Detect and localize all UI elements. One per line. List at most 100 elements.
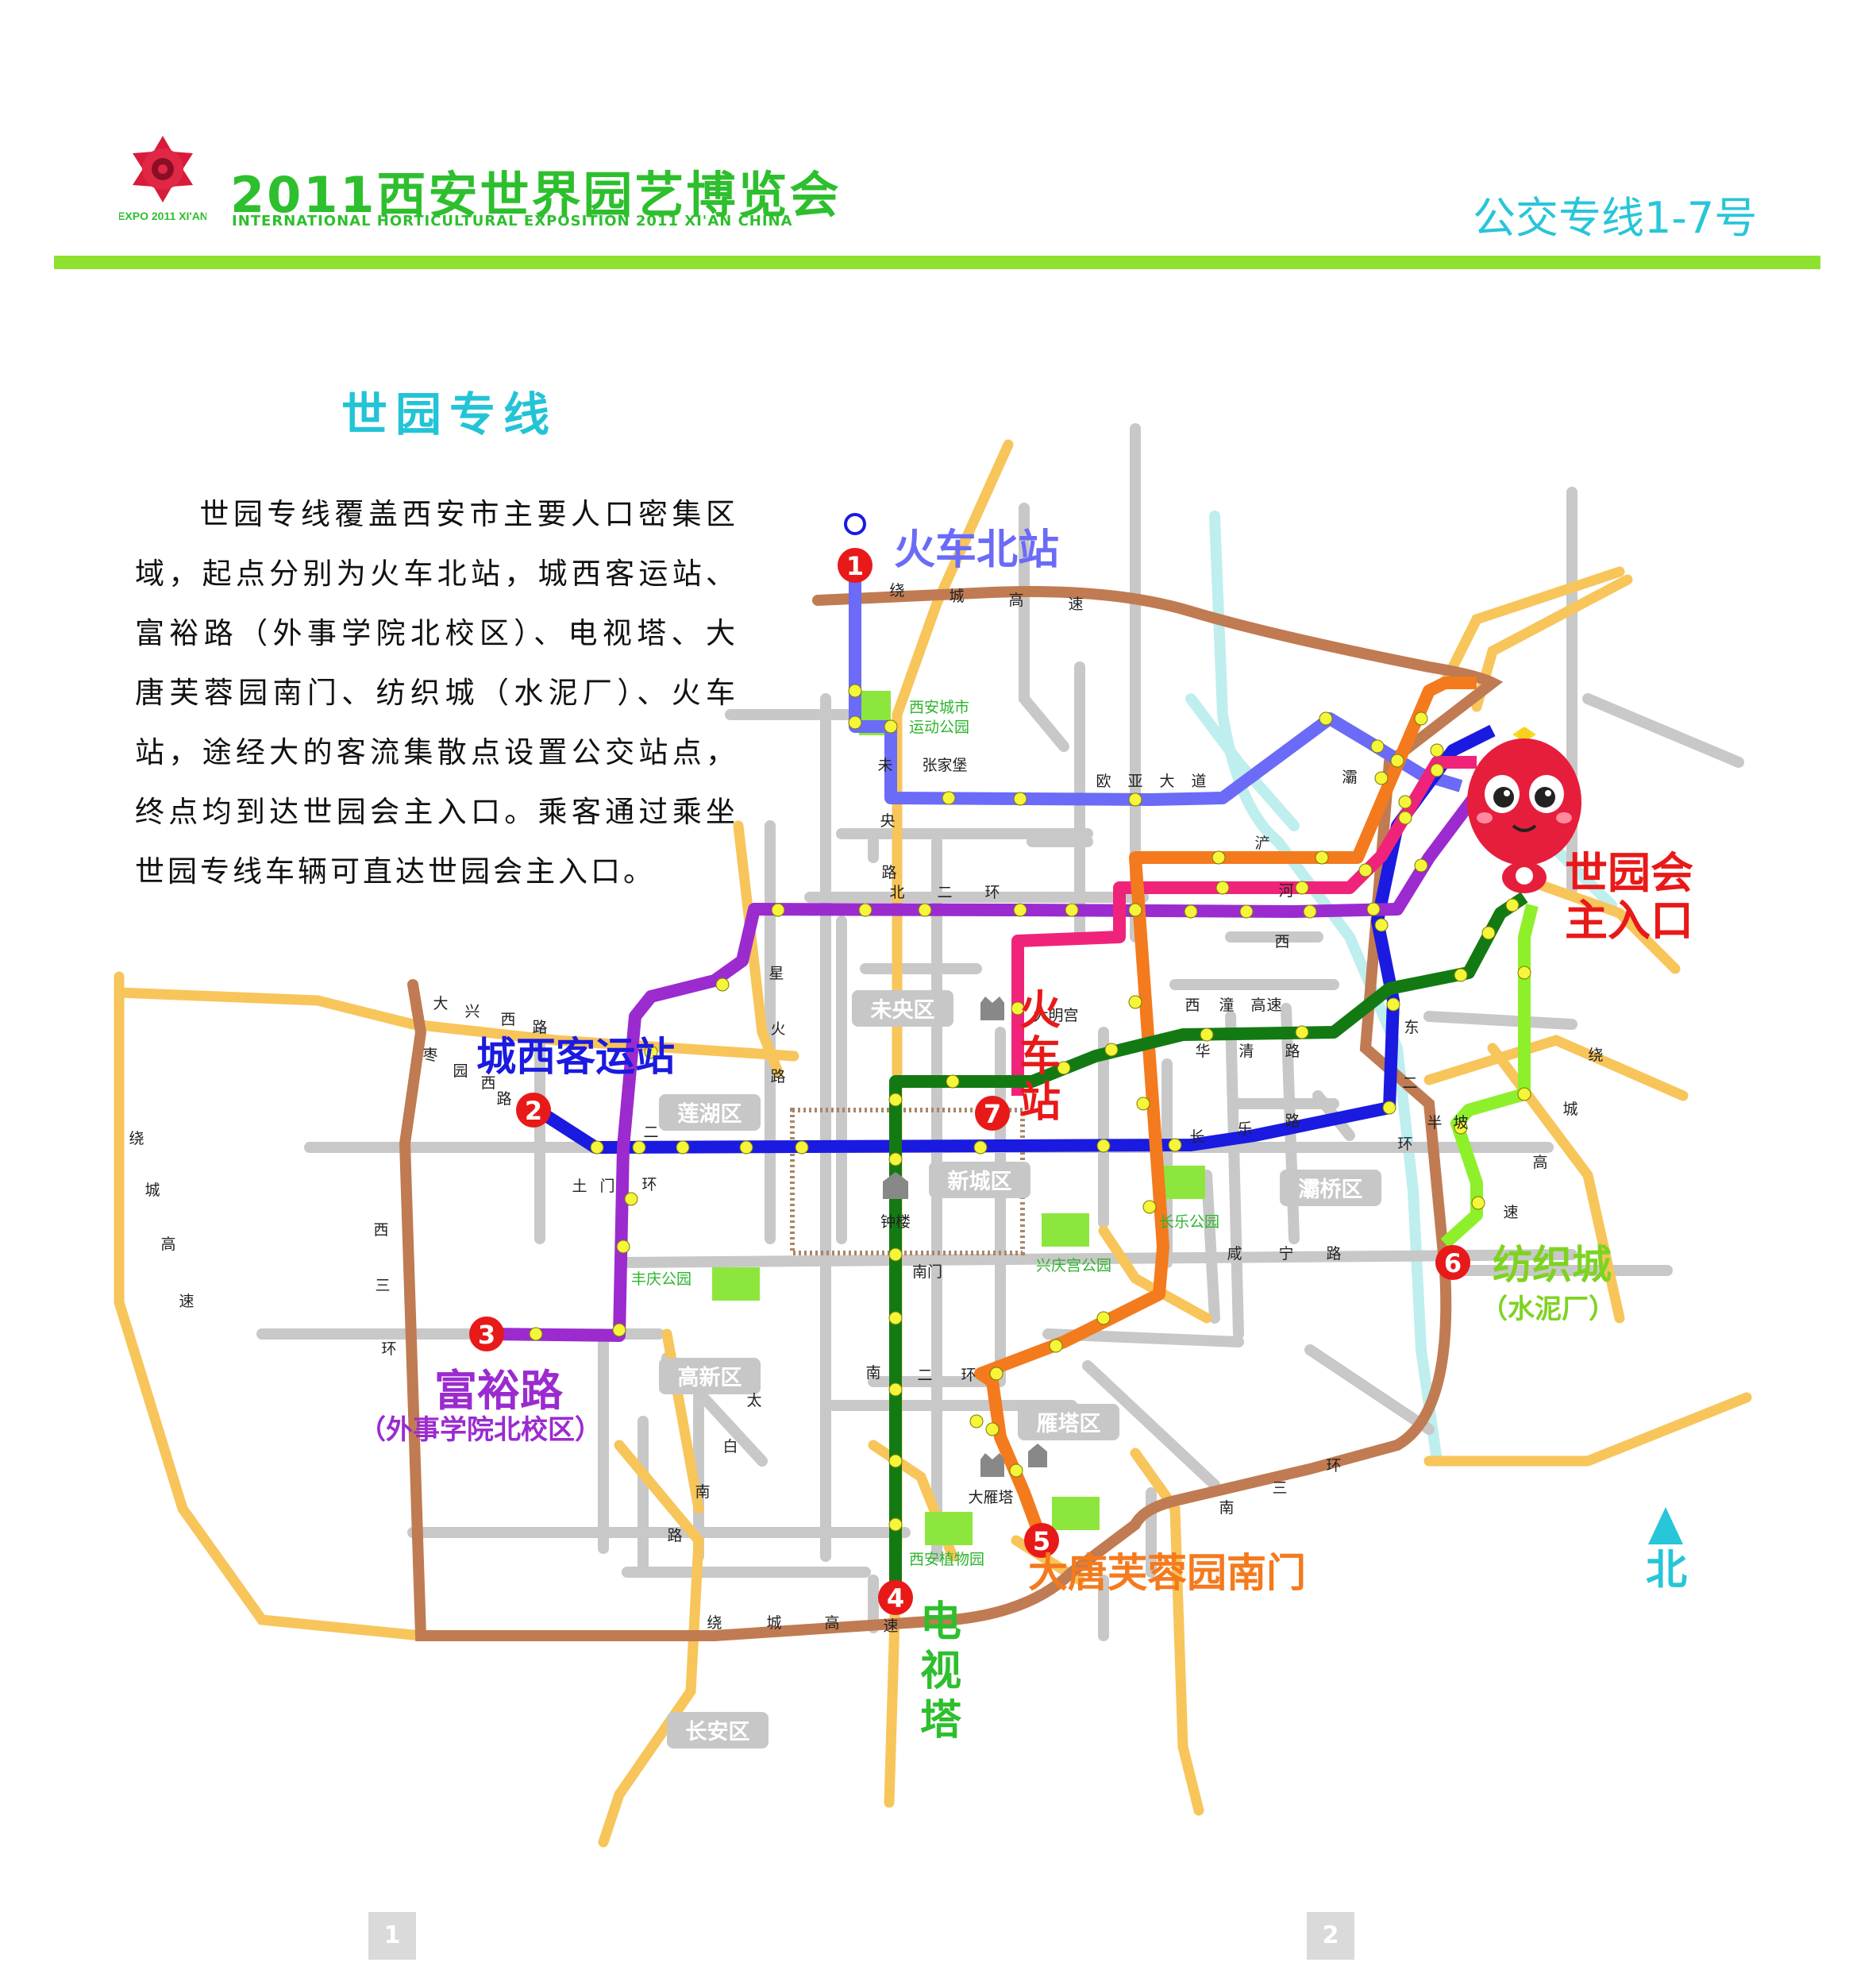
terminus-number: 4 (887, 1583, 904, 1613)
line-4 (889, 892, 1528, 1588)
road-label: 三 (1272, 1479, 1287, 1497)
road-label: 长 (1189, 1128, 1204, 1146)
district-weiyang: 未央区 (871, 998, 935, 1023)
road-label: 枣 (422, 1047, 437, 1064)
terminus-sub: （水泥厂） (1481, 1293, 1616, 1325)
line-7 (1011, 756, 1477, 1096)
road-label: 星 (769, 965, 784, 982)
road-label: 二 (643, 1124, 658, 1141)
road-label: 火 (770, 1020, 785, 1038)
road-label: 西 (1185, 997, 1200, 1014)
road-label: 南 (695, 1483, 710, 1501)
road-label: 大 (433, 995, 448, 1012)
road-label: 路 (496, 1090, 511, 1108)
intro-paragraph: 世园专线覆盖西安市主要人口密集区域，起点分别为火车北站，城西客运站、富裕路（外事… (135, 497, 738, 889)
road-label: 太 (746, 1392, 761, 1409)
expo-title: 2011西安世界园艺博览会 (230, 166, 842, 224)
road-label: 兴 (464, 1003, 480, 1020)
terminus-markers: 1 火车北站 2 城西客运站 3 富裕路 （外事学院北校区） 4 5 大唐芙蓉园… (359, 513, 1616, 1615)
road-label: 南门 (912, 1263, 942, 1281)
expo-subtitle: INTERNATIONAL HORTICULTURAL EXPOSITION 2… (232, 213, 793, 229)
terminus-name-railway: 火车站 (1019, 987, 1061, 1127)
road-label: 华 (1195, 1043, 1210, 1060)
line-3 (486, 790, 1482, 1342)
railway-icon (844, 513, 866, 535)
road-label: 速 (179, 1293, 194, 1310)
road-label: 绕 (707, 1614, 722, 1632)
road-label: 速 (1266, 997, 1281, 1014)
terminus-3: 3 富裕路 （外事学院北校区） (359, 1317, 602, 1446)
road-label: 灞 (1342, 769, 1357, 786)
district-changan: 长安区 (686, 1720, 750, 1744)
terminus-7: 7 (975, 1096, 1010, 1131)
road-label: 高 (1250, 997, 1265, 1014)
road-label: 西 (480, 1074, 495, 1092)
road-label: 南 (1219, 1499, 1234, 1517)
terminus-1: 1 火车北站 (838, 513, 1059, 583)
road-label: 南 (865, 1364, 880, 1382)
line-5 (974, 677, 1477, 1543)
road-label: 路 (770, 1068, 785, 1085)
district-gaoxin: 高新区 (678, 1365, 742, 1390)
terminus-name: 纺织城 (1493, 1242, 1612, 1288)
road-label: 潼 (1219, 997, 1234, 1014)
expo-logo: EXPO 2011 XI'AN (119, 136, 206, 222)
road-label: 二 (917, 1367, 932, 1384)
terminus-number: 5 (1033, 1526, 1050, 1556)
terminus-name: 大唐芙蓉园南门 (1028, 1550, 1306, 1596)
road-label: 路 (667, 1527, 682, 1544)
road-label: 大明宫 (1033, 1007, 1078, 1024)
terminus-sub: （外事学院北校区） (359, 1414, 602, 1446)
terminus-number: 6 (1444, 1248, 1462, 1278)
road-label: 环 (961, 1367, 976, 1384)
destination-line-2: 主入口 (1565, 896, 1693, 946)
road-label: 环 (984, 884, 1000, 901)
road-label: 路 (881, 864, 896, 881)
logo-text: EXPO 2011 XI'AN (119, 210, 206, 222)
road-label: 亚 (1127, 773, 1142, 790)
terminus-number: 3 (478, 1320, 495, 1350)
road-label: 大 (1159, 773, 1174, 790)
road-label: 路 (1326, 1245, 1341, 1263)
road-label: 路 (1285, 1043, 1300, 1060)
road-label: 高 (824, 1614, 839, 1632)
road-label: 高 (1532, 1154, 1547, 1171)
road-label: 西 (373, 1221, 388, 1239)
road-label: 环 (641, 1176, 657, 1193)
park-label-changle: 长乐公园 (1159, 1213, 1219, 1231)
road-label: 清 (1238, 1043, 1254, 1060)
route-tag: 公交专线1-7号 (1473, 193, 1758, 243)
road-label: 环 (1397, 1135, 1412, 1153)
road-label: 半 (1427, 1114, 1442, 1131)
road-label: 速 (1503, 1204, 1518, 1221)
district-lianhu: 莲湖区 (678, 1102, 742, 1127)
road-label: 大雁塔 (968, 1489, 1013, 1506)
terminus-name: 富裕路 (434, 1366, 564, 1416)
road-label: 城 (1562, 1101, 1577, 1118)
terminus-name-tvtower: 电视塔 (920, 1598, 962, 1744)
road-label: 绕 (1588, 1047, 1603, 1064)
road-label: 路 (532, 1019, 547, 1036)
road-label: 二 (937, 884, 952, 901)
road-label: 绕 (129, 1130, 144, 1147)
road-label: 城 (144, 1182, 160, 1199)
road-label: 速 (883, 1617, 898, 1635)
road-label: 园 (453, 1062, 468, 1080)
road-label: 土 (572, 1178, 587, 1195)
north-arrow-icon (1648, 1507, 1683, 1544)
road-label: 未 (877, 757, 892, 774)
header-divider (54, 256, 1820, 269)
mascot (1467, 727, 1581, 893)
district-xincheng: 新城区 (948, 1169, 1012, 1194)
road-label: 乐 (1237, 1120, 1252, 1138)
terminus-number: 7 (984, 1099, 1001, 1129)
terminus-2: 2 城西客运站 (476, 1034, 675, 1128)
road-label: 环 (381, 1340, 396, 1358)
district-labels: 未央区 莲湖区 新城区 灞桥区 高新区 雁塔区 长安区 (659, 990, 1381, 1748)
district-yanta: 雁塔区 (1037, 1412, 1101, 1436)
park-labels: 西安城市 运动公园 长乐公园 兴庆宫公园 丰庆公园 西安植物园 (631, 699, 1219, 1568)
page-number-2: 2 (1307, 1912, 1354, 1960)
road-label: 门 (599, 1178, 614, 1195)
road-label: 浐 (1254, 835, 1269, 852)
